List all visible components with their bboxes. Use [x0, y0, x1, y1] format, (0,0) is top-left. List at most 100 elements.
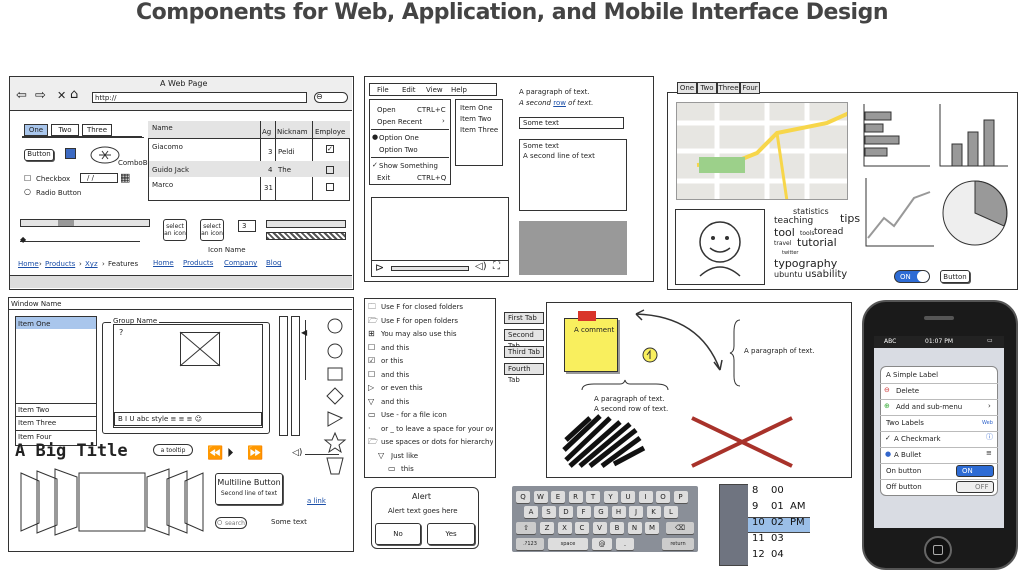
vtab-fourth[interactable]: Fourth Tab [504, 363, 544, 384]
key[interactable]: R [568, 491, 583, 503]
volume-icon[interactable]: ◁) [292, 448, 303, 458]
scrollbar-h[interactable] [20, 219, 150, 227]
grid-header-nick[interactable]: Nicknam [277, 128, 308, 136]
tree-node[interactable]: Just like [391, 451, 419, 460]
breadcrumb-products[interactable]: Products [45, 260, 76, 268]
key[interactable]: X [557, 522, 572, 534]
menu-show-something[interactable]: Show Something [379, 162, 438, 170]
key[interactable]: B [610, 522, 624, 534]
menu-option-one[interactable]: Option One [379, 134, 419, 142]
key[interactable]: W [533, 491, 548, 503]
key[interactable]: K [646, 506, 661, 518]
menu-open[interactable]: Open [377, 106, 396, 114]
menu-file[interactable]: File [377, 86, 389, 94]
help-icon[interactable]: ? [119, 328, 124, 337]
key-at[interactable]: @ [592, 538, 612, 550]
breadcrumb-home[interactable]: Home [18, 260, 39, 268]
key[interactable]: P [673, 491, 688, 503]
picker-cell[interactable]: 10 [752, 517, 765, 528]
alert-yes-button[interactable]: Yes [427, 523, 475, 545]
key[interactable]: V [592, 522, 607, 534]
tree-node-icon[interactable]: ▽ [368, 396, 375, 406]
grid-cell[interactable]: 31 [264, 184, 273, 192]
key-num[interactable]: .?123 [516, 538, 544, 550]
picker-cell[interactable]: AM [790, 501, 806, 512]
list-item[interactable]: Item Two [18, 406, 50, 414]
tree-node[interactable]: You may also use this [381, 330, 457, 338]
key[interactable]: Q [516, 491, 530, 503]
combobox-label[interactable]: ComboBox [118, 159, 156, 167]
volume-slider[interactable] [305, 454, 339, 455]
key[interactable]: T [586, 491, 600, 503]
picker-cell[interactable]: 8 [752, 485, 759, 496]
key[interactable]: L [664, 506, 678, 518]
tree-node[interactable]: and this [381, 370, 410, 379]
tree-node-icon[interactable]: · [368, 423, 371, 433]
menu-option-two[interactable]: Option Two [379, 146, 418, 154]
slider-v-thumb[interactable]: ◀ [301, 328, 308, 337]
grid-checkbox[interactable]: ✓ [326, 145, 334, 153]
tag[interactable]: tools [800, 230, 815, 237]
tag[interactable]: tool [774, 226, 795, 239]
tree-node[interactable]: or this [381, 357, 404, 365]
key[interactable]: E [551, 491, 565, 503]
scroll-thumb[interactable] [58, 220, 74, 226]
scrollbar-v[interactable] [279, 316, 288, 436]
grid-header-age[interactable]: Ag [262, 128, 272, 136]
tag[interactable]: statistics [793, 207, 829, 216]
key-dot[interactable]: . [616, 538, 634, 550]
checkmark-label[interactable]: A Checkmark [894, 435, 941, 443]
add-icon[interactable]: ⊕ [884, 402, 890, 410]
text-field[interactable]: Some text [519, 117, 624, 129]
checkbox[interactable]: ☐ [24, 174, 32, 183]
key[interactable]: Z [540, 522, 554, 534]
grid-cell[interactable]: Giacomo [152, 143, 183, 151]
picker-cell[interactable]: 00 [771, 485, 784, 496]
grid-cell[interactable]: Peldi [278, 148, 295, 156]
stop-icon[interactable]: ✕ [57, 89, 67, 102]
slider-thumb[interactable]: ◆ [20, 235, 27, 244]
list-item-selected[interactable] [16, 317, 96, 329]
key[interactable]: H [611, 506, 626, 518]
radio-button[interactable]: ○ [24, 187, 31, 196]
picker-cell[interactable]: 04 [771, 549, 784, 560]
tree-node[interactable]: Use F for open folders [381, 316, 459, 325]
video-scrubber[interactable] [391, 266, 469, 271]
menu-open-recent[interactable]: Open Recent [377, 118, 423, 126]
tag[interactable]: teaching [774, 216, 814, 226]
tab-one[interactable]: One [677, 82, 697, 94]
rich-text-editor[interactable] [113, 324, 263, 428]
menu-help[interactable]: Help [451, 86, 467, 94]
toggle-on[interactable]: ON [894, 270, 930, 283]
grid-cell[interactable]: Marco [152, 181, 174, 189]
stepper[interactable]: 3 [238, 220, 256, 232]
key[interactable]: U [621, 491, 635, 503]
tab-three[interactable]: Three [717, 82, 740, 94]
tree-node-icon[interactable]: ▭ [388, 464, 396, 473]
tree-node[interactable]: this [401, 465, 414, 473]
tree-node-icon[interactable]: ☐ [368, 342, 376, 352]
menu-exit[interactable]: Exit [377, 174, 391, 182]
vtab-first[interactable]: First Tab [504, 312, 544, 324]
grid-cell[interactable]: 3 [268, 148, 273, 156]
slider-track[interactable] [20, 241, 140, 242]
sticky-note[interactable] [564, 318, 618, 372]
list-item[interactable]: Item Three [460, 126, 499, 134]
date-field[interactable]: / / [80, 173, 118, 183]
key-space[interactable]: space [548, 538, 588, 550]
add-label[interactable]: Add and sub-menu [896, 403, 963, 411]
key[interactable]: D [559, 506, 573, 518]
tree-node-icon[interactable]: 🗀 [368, 302, 376, 311]
play-icon[interactable]: ⊳ [375, 261, 385, 274]
tree-node[interactable]: or _ to leave a space for your own [381, 424, 493, 433]
tree-node-icon[interactable]: ☐ [368, 369, 376, 379]
key[interactable]: A [524, 506, 538, 518]
slider-v-track[interactable] [305, 320, 306, 380]
backspace-key-icon[interactable]: ⌫ [666, 522, 694, 534]
key[interactable]: S [541, 506, 556, 518]
tag[interactable]: twitter [782, 250, 799, 256]
tree-node[interactable]: Use F for closed folders [381, 303, 464, 311]
color-swatch[interactable] [65, 148, 76, 159]
tree-node-icon[interactable]: ▷ [368, 383, 375, 392]
